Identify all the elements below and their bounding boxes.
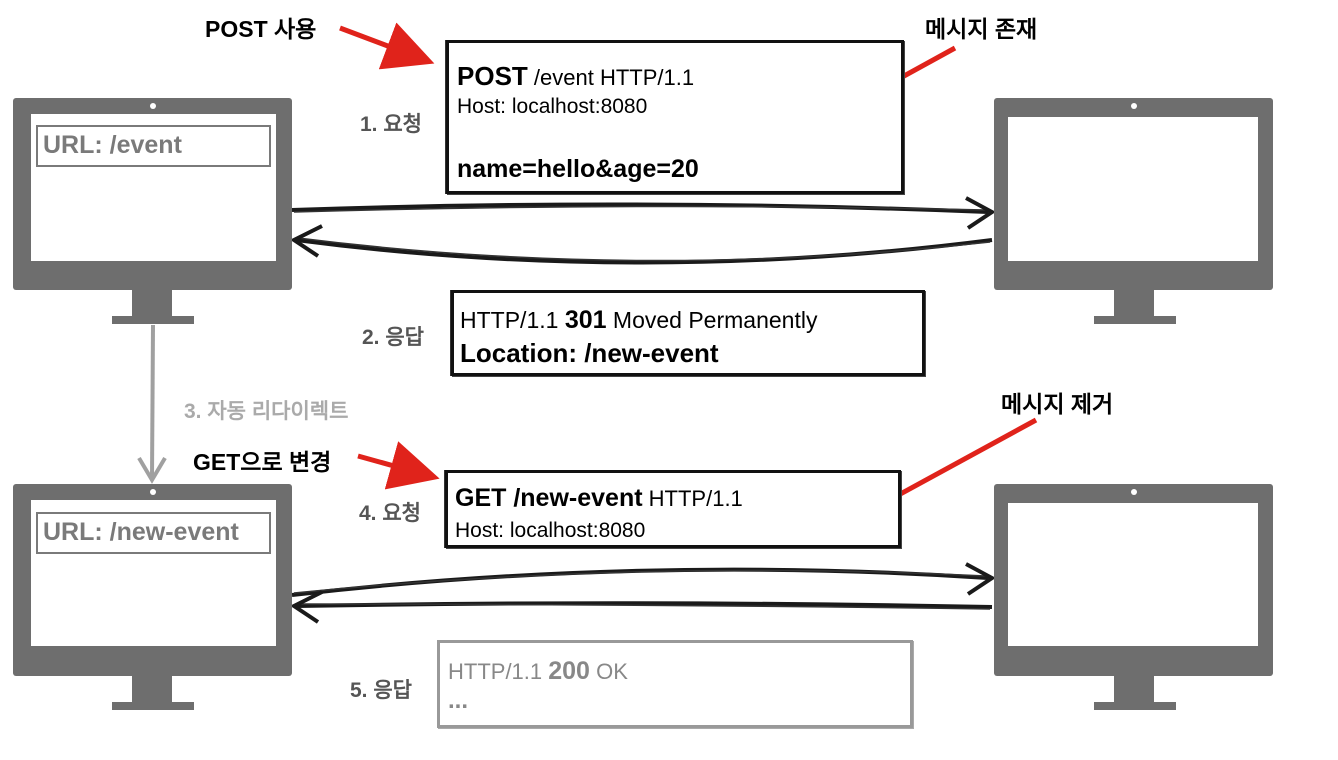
url-bar-top[interactable]: URL: /event bbox=[36, 125, 271, 167]
request-line: POST /event HTTP/1.1 bbox=[457, 61, 694, 92]
request-1-message: POST /event HTTP/1.1 Host: localhost:808… bbox=[446, 40, 904, 194]
request-4-message: GET /new-event HTTP/1.1 Host: localhost:… bbox=[445, 470, 901, 548]
post-use-arrow bbox=[339, 22, 435, 70]
monitor-stand bbox=[132, 290, 172, 316]
step-1-label: 1. 요청 bbox=[360, 113, 422, 136]
monitor-camera bbox=[1131, 489, 1137, 495]
monitor-screen bbox=[1008, 503, 1258, 646]
monitor-stand bbox=[1114, 290, 1154, 316]
response-2-message: HTTP/1.1 301 Moved Permanently Location:… bbox=[451, 290, 925, 376]
monitor-foot bbox=[1094, 316, 1176, 324]
monitor-camera bbox=[1131, 103, 1137, 109]
http-version: HTTP/1.1 bbox=[460, 307, 565, 333]
request-line: GET /new-event HTTP/1.1 bbox=[455, 484, 743, 513]
bottom-request-arrow bbox=[291, 562, 996, 597]
redirect-arrow bbox=[137, 324, 167, 484]
status-text: Moved Permanently bbox=[606, 307, 818, 333]
bottom-response-arrow bbox=[290, 590, 993, 624]
get-change-note: GET으로 변경 bbox=[193, 449, 332, 475]
monitor-foot bbox=[112, 702, 194, 710]
ellipsis: ... bbox=[448, 687, 469, 714]
status-code: 200 bbox=[548, 657, 590, 685]
http-version: HTTP/1.1 bbox=[448, 659, 549, 684]
host-header: Host: localhost:8080 bbox=[457, 95, 648, 118]
host-header: Host: localhost:8080 bbox=[455, 519, 646, 542]
status-code: 301 bbox=[564, 306, 607, 334]
top-request-arrow bbox=[291, 196, 996, 230]
http-method: POST bbox=[457, 61, 528, 91]
status-line: HTTP/1.1 200 OK bbox=[448, 657, 628, 686]
monitor-camera bbox=[150, 103, 156, 109]
step-3-label: 3. 자동 리다이렉트 bbox=[184, 400, 349, 423]
monitor-camera bbox=[150, 489, 156, 495]
top-response-arrow bbox=[290, 224, 993, 265]
message-body: name=hello&age=20 bbox=[457, 155, 699, 183]
get-change-arrow bbox=[357, 441, 440, 490]
monitor-stand bbox=[1114, 676, 1154, 702]
monitor-foot bbox=[112, 316, 194, 324]
url-bar-bottom[interactable]: URL: /new-event bbox=[36, 512, 271, 554]
status-line: HTTP/1.1 301 Moved Permanently bbox=[460, 306, 817, 335]
status-text: OK bbox=[589, 659, 628, 684]
message-removed-note: 메시지 제거 bbox=[1001, 391, 1114, 417]
message-exists-note: 메시지 존재 bbox=[925, 16, 1038, 42]
step-2-label: 2. 응답 bbox=[362, 326, 424, 349]
http-version: HTTP/1.1 bbox=[642, 486, 743, 511]
monitor-foot bbox=[1094, 702, 1176, 710]
method-path: GET /new-event bbox=[455, 484, 643, 512]
step-4-label: 4. 요청 bbox=[359, 502, 421, 525]
location-header: Location: /new-event bbox=[460, 338, 719, 368]
step-5-label: 5. 응답 bbox=[350, 679, 412, 702]
monitor-screen bbox=[1008, 117, 1258, 261]
response-5-message: HTTP/1.1 200 OK ... bbox=[437, 640, 913, 728]
monitor-stand bbox=[132, 676, 172, 702]
path-version: /event HTTP/1.1 bbox=[527, 65, 695, 90]
post-use-note: POST 사용 bbox=[205, 16, 317, 42]
